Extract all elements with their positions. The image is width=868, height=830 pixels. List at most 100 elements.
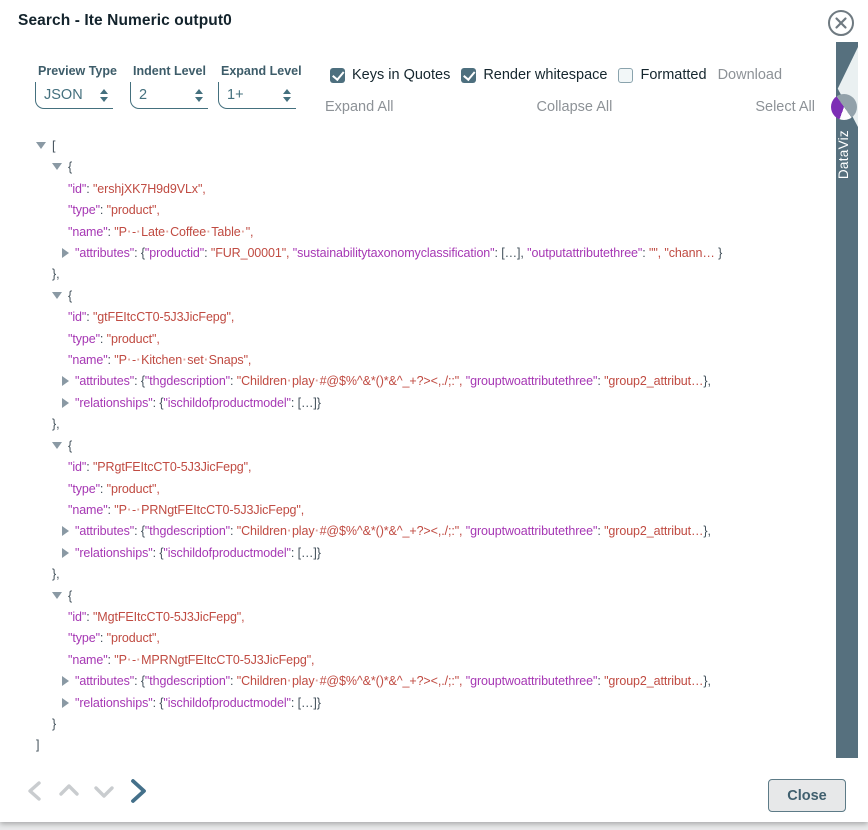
json-line: "id": "MgtFEItcCT0-5J3JicFepg", bbox=[36, 607, 828, 628]
json-key: "name" bbox=[68, 502, 108, 517]
nav-down-icon[interactable] bbox=[90, 777, 118, 805]
json-line: "name": "P·-·PRNgtFEItcCT0-5J3JicFepg", bbox=[36, 500, 828, 521]
json-punctuation: : bbox=[597, 374, 605, 389]
collapse-node-icon[interactable] bbox=[52, 441, 62, 449]
keys-in-quotes-checkbox[interactable] bbox=[330, 67, 345, 83]
json-value: "P·-·MPRNgtFEItcCT0-5J3JicFepg", bbox=[114, 652, 315, 667]
json-punctuation: : bbox=[107, 353, 115, 368]
json-key: "attributes" bbox=[75, 674, 135, 689]
download-link[interactable]: Download bbox=[717, 67, 783, 83]
json-punctuation: : bbox=[99, 331, 107, 346]
json-punctuation: [ bbox=[52, 139, 56, 153]
expand-node-icon[interactable] bbox=[62, 676, 69, 687]
json-value: "PRgtFEItcCT0-5J3JicFepg", bbox=[92, 460, 252, 475]
collapse-all-link[interactable]: Collapse All bbox=[536, 99, 613, 115]
options-row: Keys in Quotes Render whitespace Formatt… bbox=[330, 67, 782, 83]
keys-in-quotes-label: Keys in Quotes bbox=[352, 67, 451, 83]
json-line: }, bbox=[36, 564, 828, 585]
json-punctuation: { bbox=[140, 524, 145, 539]
json-key: "productid" bbox=[144, 246, 205, 261]
json-punctuation: : bbox=[597, 524, 605, 539]
preview-type-select[interactable]: JSON bbox=[35, 82, 113, 109]
json-punctuation: : bbox=[99, 631, 107, 646]
json-key: "grouptwoattributethree" bbox=[465, 674, 598, 689]
json-punctuation: { bbox=[68, 288, 73, 303]
nav-right-icon[interactable] bbox=[125, 776, 151, 806]
json-value: "group2_attribut… bbox=[604, 374, 704, 389]
keys-in-quotes-option[interactable]: Keys in Quotes bbox=[330, 67, 450, 83]
expand-node-icon[interactable] bbox=[62, 697, 69, 708]
json-key: "name" bbox=[68, 652, 108, 667]
formatted-checkbox[interactable] bbox=[618, 67, 634, 83]
json-line: { bbox=[36, 436, 828, 457]
close-dialog-icon[interactable] bbox=[827, 9, 855, 37]
json-punctuation: { bbox=[140, 374, 145, 389]
expand-all-link[interactable]: Expand All bbox=[325, 99, 394, 115]
collapse-node-icon[interactable] bbox=[52, 291, 62, 299]
json-key: "thgdescription" bbox=[144, 524, 231, 539]
json-punctuation: : bbox=[152, 695, 160, 710]
indent-level-select[interactable]: 2 bbox=[130, 82, 208, 109]
json-punctuation: : bbox=[99, 203, 107, 218]
expand-node-icon[interactable] bbox=[62, 547, 69, 558]
render-whitespace-checkbox[interactable] bbox=[461, 67, 477, 83]
json-line: "name": "P·-·Kitchen·set·Snaps", bbox=[36, 350, 828, 371]
json-line: "relationships": {"ischildofproductmodel… bbox=[36, 543, 828, 564]
close-button[interactable]: Close bbox=[768, 779, 846, 812]
json-value: "product", bbox=[106, 631, 160, 646]
json-punctuation: { bbox=[68, 438, 73, 453]
collapse-node-icon[interactable] bbox=[52, 163, 62, 171]
json-punctuation: : bbox=[107, 652, 115, 667]
whitespace-dot: · bbox=[287, 374, 292, 389]
whitespace-dot: · bbox=[204, 353, 209, 368]
expand-node-icon[interactable] bbox=[62, 397, 69, 408]
whitespace-dot: · bbox=[165, 224, 170, 239]
formatted-option[interactable]: Formatted bbox=[618, 67, 707, 83]
json-key: "outputattributethree" bbox=[527, 246, 643, 261]
nav-up-icon[interactable] bbox=[55, 777, 83, 805]
spinner-arrows-icon[interactable] bbox=[100, 88, 108, 102]
render-whitespace-option[interactable]: Render whitespace bbox=[461, 67, 607, 83]
json-value: "P·-·Late·Coffee·Table·", bbox=[114, 224, 254, 239]
indent-level-value: 2 bbox=[139, 87, 148, 103]
formatted-label: Formatted bbox=[640, 67, 707, 83]
preview-type-group: Preview Type JSON bbox=[35, 64, 117, 109]
whitespace-dot: · bbox=[136, 652, 141, 667]
expand-node-icon[interactable] bbox=[62, 376, 69, 387]
json-key: "relationships" bbox=[75, 545, 153, 560]
dataviz-tab[interactable]: DataViz bbox=[831, 42, 858, 758]
collapse-node-icon[interactable] bbox=[52, 591, 62, 599]
collapse-node-icon[interactable] bbox=[36, 142, 46, 149]
expand-level-select[interactable]: 1+ bbox=[218, 82, 296, 109]
expand-node-icon[interactable] bbox=[62, 248, 69, 259]
json-line: }, bbox=[36, 264, 828, 285]
json-line: "id": "gtFEItcCT0-5J3JicFepg", bbox=[36, 307, 828, 328]
spinner-arrows-icon[interactable] bbox=[283, 88, 291, 102]
spinner-arrows-icon[interactable] bbox=[195, 88, 203, 102]
json-key: "attributes" bbox=[75, 524, 135, 539]
json-punctuation: { bbox=[68, 160, 73, 175]
json-key: "type" bbox=[68, 331, 100, 346]
json-value: "MgtFEItcCT0-5J3JicFepg", bbox=[92, 609, 245, 624]
json-key: "relationships" bbox=[75, 395, 153, 410]
json-punctuation: : bbox=[597, 674, 605, 689]
json-punctuation: }, bbox=[52, 417, 60, 432]
whitespace-dot: · bbox=[287, 524, 292, 539]
expand-node-icon[interactable] bbox=[62, 526, 69, 537]
json-punctuation: }, bbox=[52, 567, 60, 582]
pie-chart-icon bbox=[831, 94, 857, 120]
select-all-link[interactable]: Select All bbox=[755, 99, 815, 115]
json-key: "id" bbox=[68, 460, 87, 475]
json-line: "attributes": {"thgdescription": "Childr… bbox=[36, 671, 828, 692]
json-punctuation: ] bbox=[36, 738, 40, 753]
json-key: "type" bbox=[68, 631, 100, 646]
json-line: "id": "PRgtFEItcCT0-5J3JicFepg", bbox=[36, 457, 828, 478]
json-value: "P·-·Kitchen·set·Snaps", bbox=[114, 353, 252, 368]
json-punctuation: : bbox=[204, 246, 211, 261]
json-punctuation: : bbox=[134, 524, 141, 539]
json-punctuation: : bbox=[494, 246, 502, 261]
json-line: }, bbox=[36, 414, 828, 435]
json-key: "grouptwoattributethree" bbox=[465, 524, 598, 539]
nav-left-icon[interactable] bbox=[22, 777, 48, 805]
json-value: "product", bbox=[106, 203, 160, 218]
